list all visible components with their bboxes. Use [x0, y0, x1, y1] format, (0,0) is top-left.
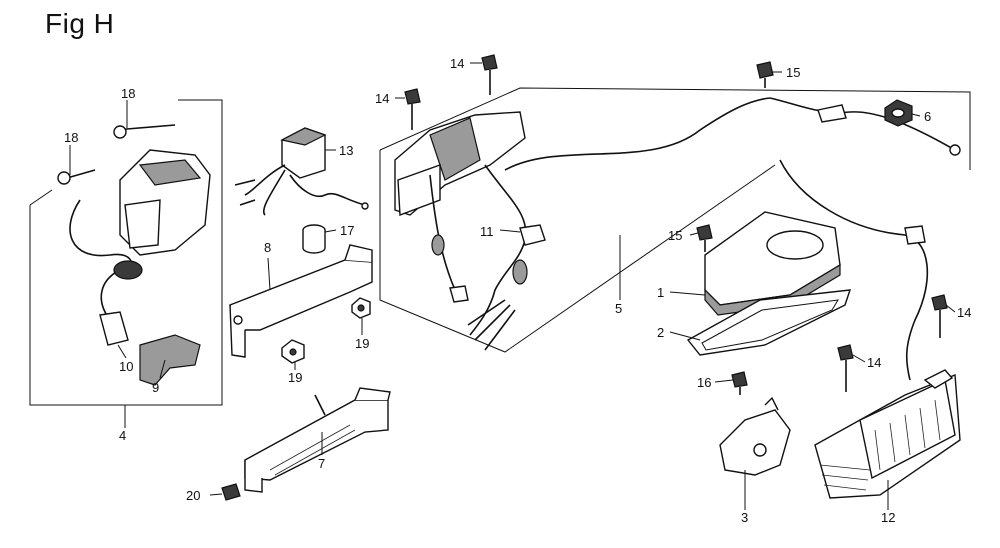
bolt-16	[731, 371, 748, 395]
bolt-part-20	[221, 483, 241, 501]
clip-part-3	[719, 396, 791, 476]
nut-19-lower	[281, 339, 305, 364]
cover-part-1	[704, 211, 841, 316]
callout-18-upper: 18	[121, 86, 135, 101]
callout-8: 8	[264, 240, 271, 255]
bolt-15-top	[756, 61, 774, 88]
callout-numbers: 18 18 10 9 4 13 17 8 19 19 7 20 14 14 11…	[64, 56, 971, 525]
group-4-frame	[29, 99, 223, 406]
callout-7: 7	[318, 456, 325, 471]
coil-lead-3	[504, 97, 771, 171]
callout-18-lower: 18	[64, 130, 78, 145]
ground-wire	[769, 97, 956, 151]
module-part-12	[814, 369, 961, 499]
callout-14-lower: 14	[867, 355, 881, 370]
callout-16: 16	[697, 375, 711, 390]
callout-19-lower: 19	[288, 370, 302, 385]
bracket-8-body	[229, 259, 373, 331]
callout-20: 20	[186, 488, 200, 503]
leader-lines	[69, 62, 956, 510]
bolt-14-left	[404, 88, 421, 130]
coil-lead-2	[469, 164, 527, 336]
callout-12: 12	[881, 510, 895, 525]
bracket-part-7	[244, 387, 391, 493]
callout-9: 9	[152, 380, 159, 395]
nut-19-upper	[351, 297, 371, 319]
relay-part-13	[234, 127, 369, 216]
collar-part-17	[302, 224, 326, 254]
charge-coil-assembly	[379, 87, 971, 381]
callout-4: 4	[119, 428, 126, 443]
callout-6: 6	[924, 109, 931, 124]
callout-13: 13	[339, 143, 353, 158]
figure-title: Fig H	[45, 8, 115, 39]
bolt-14-lower	[837, 344, 854, 392]
bolt-14-right	[931, 294, 948, 338]
bracket-7-body	[244, 399, 389, 481]
callout-19-upper: 19	[355, 336, 369, 351]
cover-1-body	[704, 211, 841, 306]
callout-5: 5	[615, 301, 622, 316]
gasket-2-body	[686, 289, 852, 356]
bracket-part-8	[229, 244, 373, 358]
callout-15-left: 15	[668, 228, 682, 243]
callout-3: 3	[741, 510, 748, 525]
plug-cap	[99, 311, 129, 346]
group-5-frame-top	[379, 87, 971, 170]
callout-17: 17	[340, 223, 354, 238]
plug-boot	[139, 334, 201, 386]
callout-14-top: 14	[450, 56, 464, 71]
group-5-frame-left	[379, 150, 776, 353]
callout-14-left: 14	[375, 91, 389, 106]
ignition-coil-assembly	[29, 99, 223, 428]
callout-10: 10	[119, 359, 133, 374]
ground-wire-lower	[779, 159, 929, 381]
callout-2: 2	[657, 325, 664, 340]
callout-11: 11	[480, 224, 494, 239]
gasket-part-2	[686, 289, 852, 356]
callout-1: 1	[657, 285, 664, 300]
bolt-15-left	[696, 224, 713, 252]
clip-3-body	[719, 409, 791, 476]
callout-15-top: 15	[786, 65, 800, 80]
grommet-part-6	[884, 99, 913, 127]
bolt-14-top	[481, 54, 498, 95]
callout-14-right: 14	[957, 305, 971, 320]
